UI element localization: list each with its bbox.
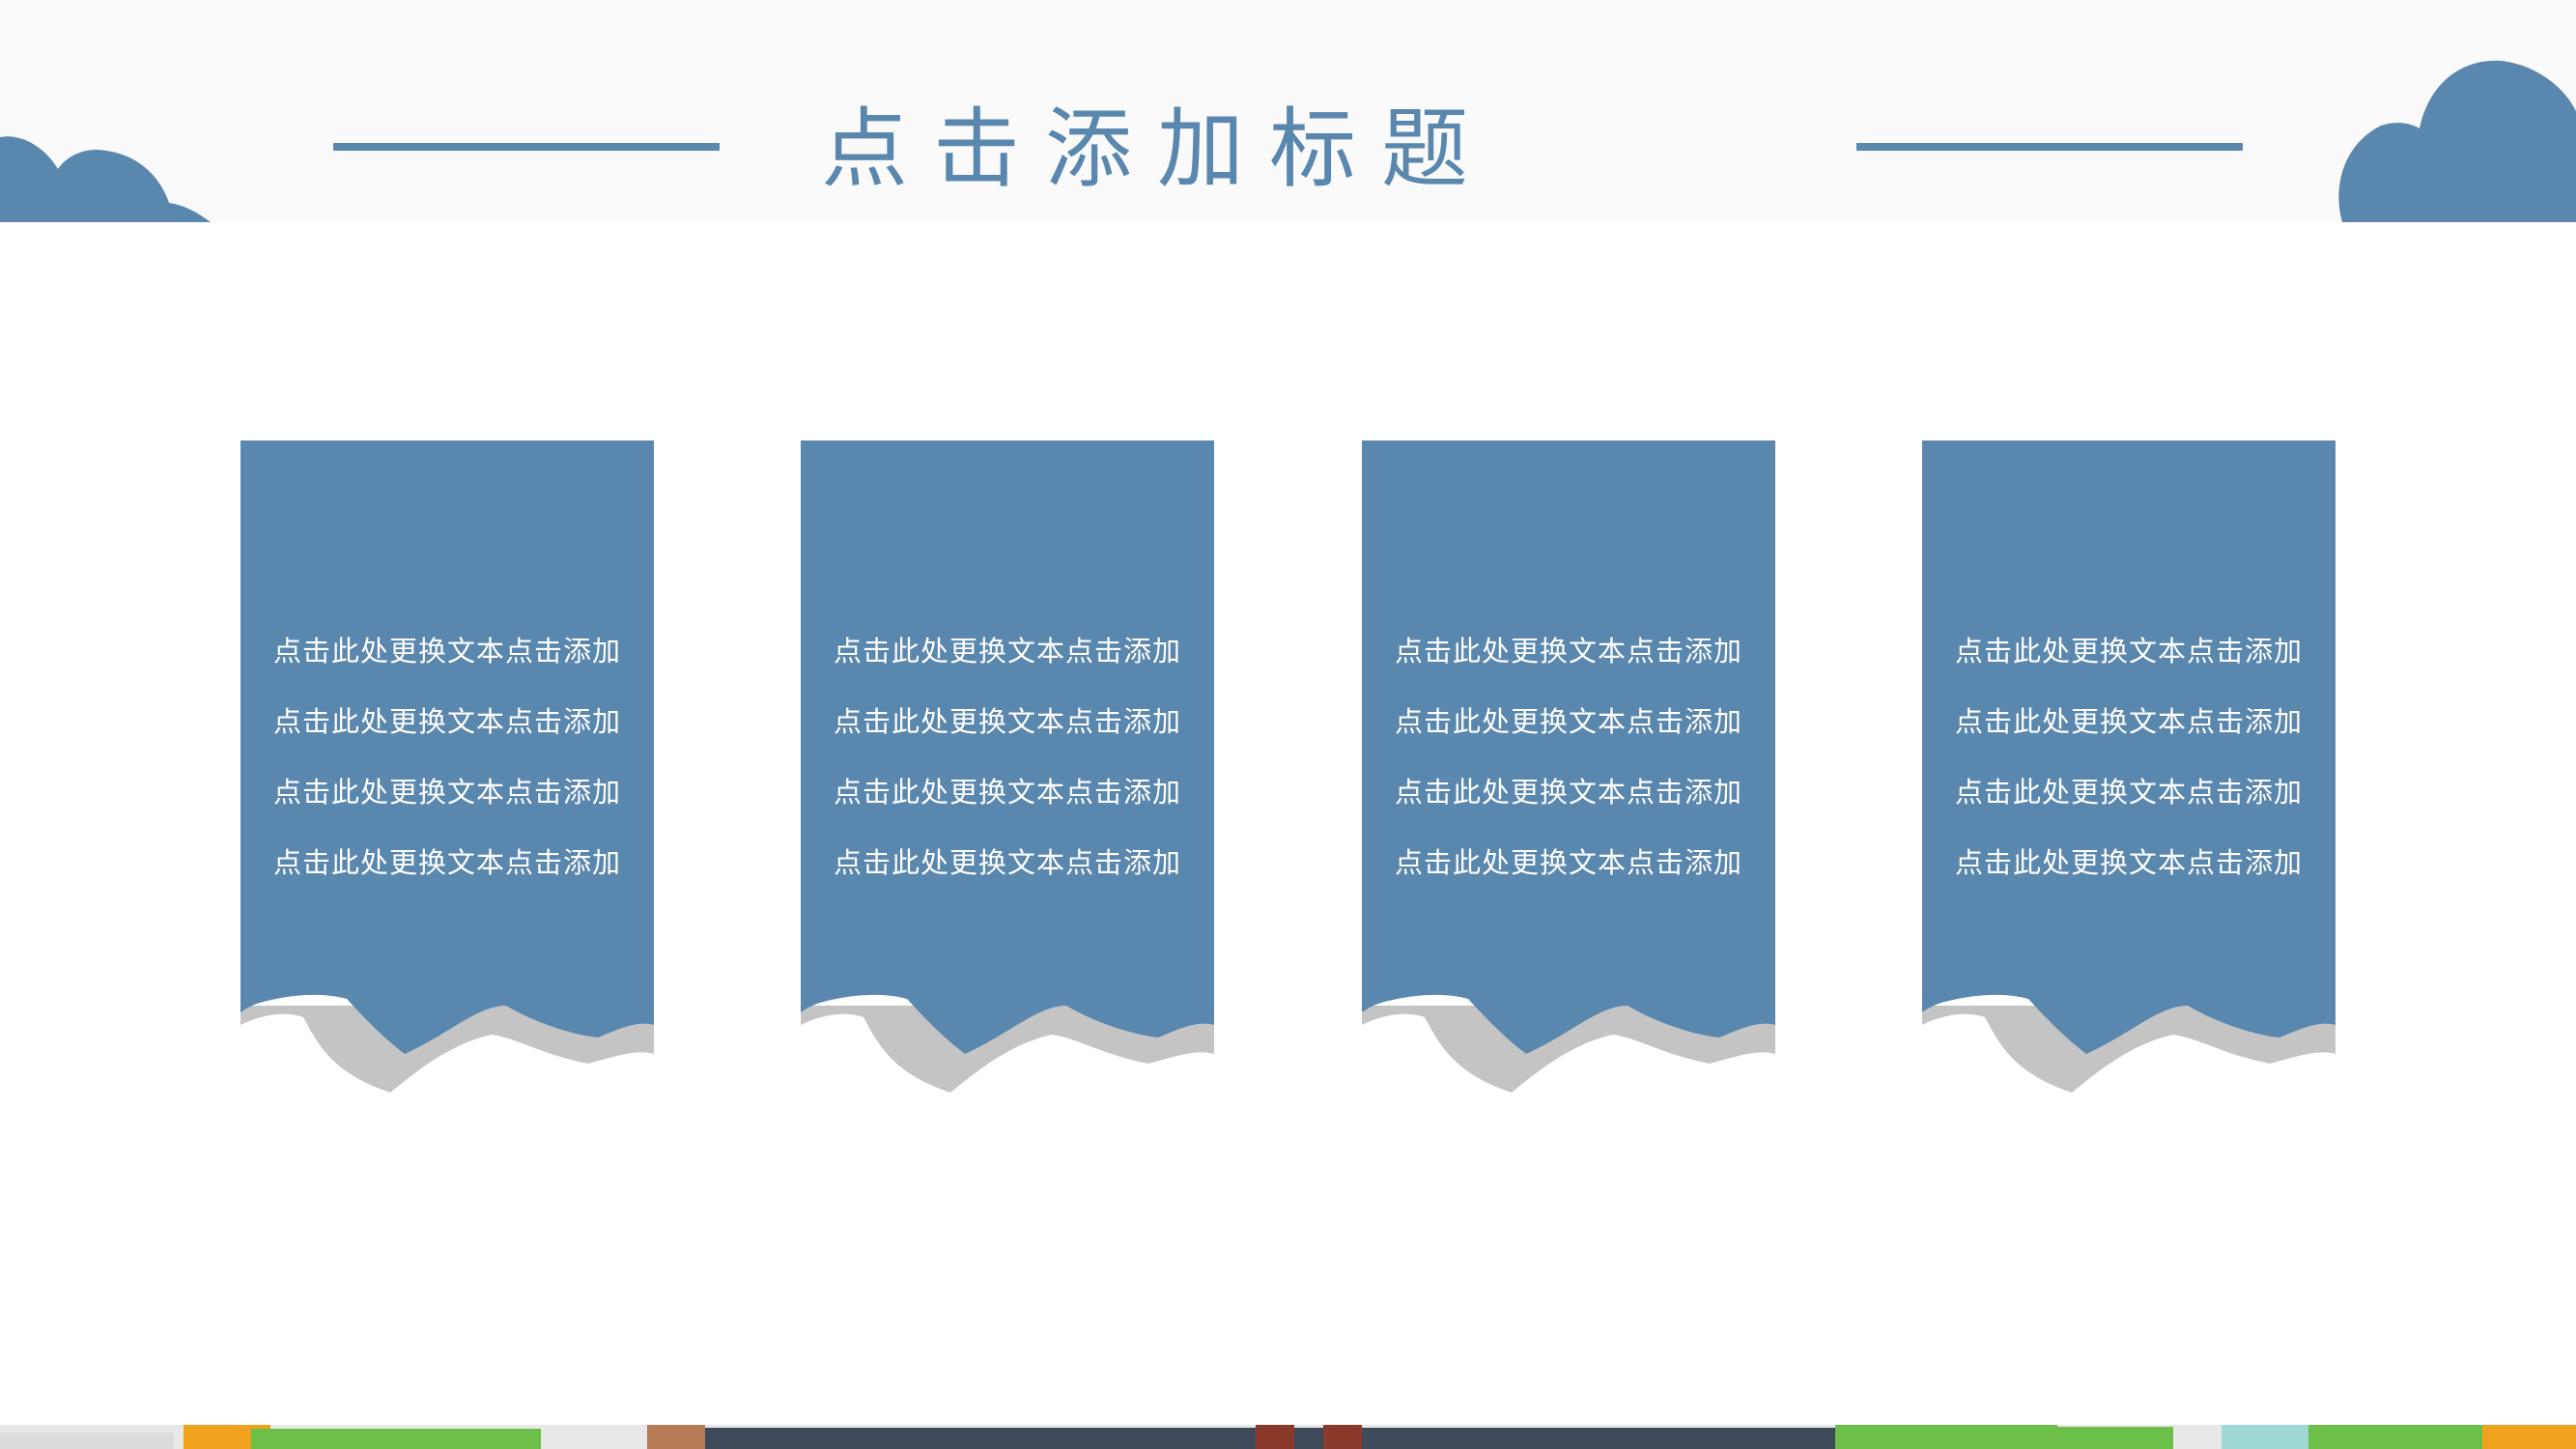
card-text-line[interactable]: 点击此处更换文本点击添加 <box>1954 705 2303 738</box>
banner-card-2: 点击此处更换文本点击添加 点击此处更换文本点击添加 点击此处更换文本点击添加 点… <box>801 440 1214 1102</box>
card-text-line[interactable]: 点击此处更换文本点击添加 <box>1954 846 2303 879</box>
cloud-left-icon <box>0 136 211 222</box>
card-text-line[interactable]: 点击此处更换文本点击添加 <box>1954 776 2303 809</box>
torn-banner-shape <box>241 440 654 1093</box>
card-text-line[interactable]: 点击此处更换文本点击添加 <box>1954 635 2303 668</box>
banner-card-3: 点击此处更换文本点击添加 点击此处更换文本点击添加 点击此处更换文本点击添加 点… <box>1362 440 1775 1102</box>
card-text-line[interactable]: 点击此处更换文本点击添加 <box>1394 635 1742 668</box>
title-line-left <box>333 143 720 151</box>
banner-card-4: 点击此处更换文本点击添加 点击此处更换文本点击添加 点击此处更换文本点击添加 点… <box>1922 440 2335 1102</box>
card-text-line[interactable]: 点击此处更换文本点击添加 <box>1394 776 1742 809</box>
card-text-line[interactable]: 点击此处更换文本点击添加 <box>1394 846 1742 879</box>
card-text-line[interactable]: 点击此处更换文本点击添加 <box>833 846 1181 879</box>
card-text-line[interactable]: 点击此处更换文本点击添加 <box>272 705 621 738</box>
card-text-line[interactable]: 点击此处更换文本点击添加 <box>1394 705 1742 738</box>
card-text-line[interactable]: 点击此处更换文本点击添加 <box>272 846 621 879</box>
banner-card-1: 点击此处更换文本点击添加 点击此处更换文本点击添加 点击此处更换文本点击添加 点… <box>241 440 654 1102</box>
torn-banner-shape <box>1362 440 1775 1093</box>
torn-banner-shape <box>1922 440 2335 1093</box>
card-text-line[interactable]: 点击此处更换文本点击添加 <box>833 705 1181 738</box>
card-text-line[interactable]: 点击此处更换文本点击添加 <box>272 776 621 809</box>
card-text-line[interactable]: 点击此处更换文本点击添加 <box>272 635 621 668</box>
card-text-line[interactable]: 点击此处更换文本点击添加 <box>833 635 1181 668</box>
card-text-line[interactable]: 点击此处更换文本点击添加 <box>833 776 1181 809</box>
cloud-right-icon <box>2338 60 2576 222</box>
torn-banner-shape <box>801 440 1214 1093</box>
ground-illustration <box>0 1425 2576 1449</box>
header-band <box>0 0 2576 222</box>
page-title[interactable]: 点击添加标题 <box>821 99 1493 200</box>
title-line-right <box>1856 143 2243 151</box>
